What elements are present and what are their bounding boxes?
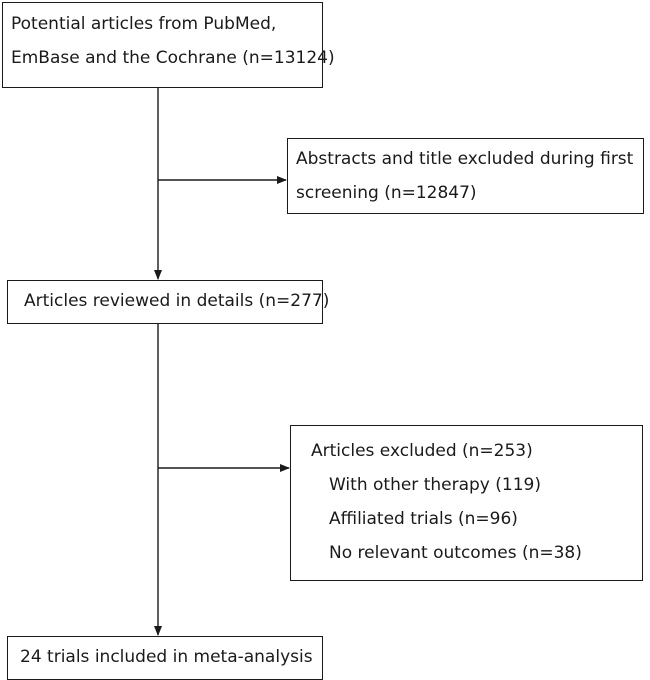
excluded-second-title: Articles excluded (n=253)	[311, 441, 533, 461]
box-excluded-first-screening: Abstracts and title excluded during firs…	[287, 138, 644, 214]
sources-line-2: EmBase and the Cochrane (n=13124)	[11, 48, 335, 68]
box-trials-included: 24 trials included in meta-analysis	[7, 636, 323, 680]
exclusion-reason-affiliated-trials: Affiliated trials (n=96)	[329, 509, 518, 529]
excluded-first-line-2: screening (n=12847)	[296, 183, 477, 203]
exclusion-reason-no-outcomes: No relevant outcomes (n=38)	[329, 543, 582, 563]
box-articles-excluded: Articles excluded (n=253) With other the…	[290, 425, 643, 581]
excluded-first-line-1: Abstracts and title excluded during firs…	[296, 149, 634, 169]
box-articles-reviewed: Articles reviewed in details (n=277)	[7, 280, 330, 324]
exclusion-reason-other-therapy: With other therapy (119)	[329, 475, 541, 495]
sources-line-1: Potential articles from PubMed,	[11, 14, 277, 34]
included-text: 24 trials included in meta-analysis	[20, 647, 313, 667]
box-potential-articles: Potential articles from PubMed, EmBase a…	[2, 2, 335, 88]
reviewed-text: Articles reviewed in details (n=277)	[24, 291, 330, 311]
